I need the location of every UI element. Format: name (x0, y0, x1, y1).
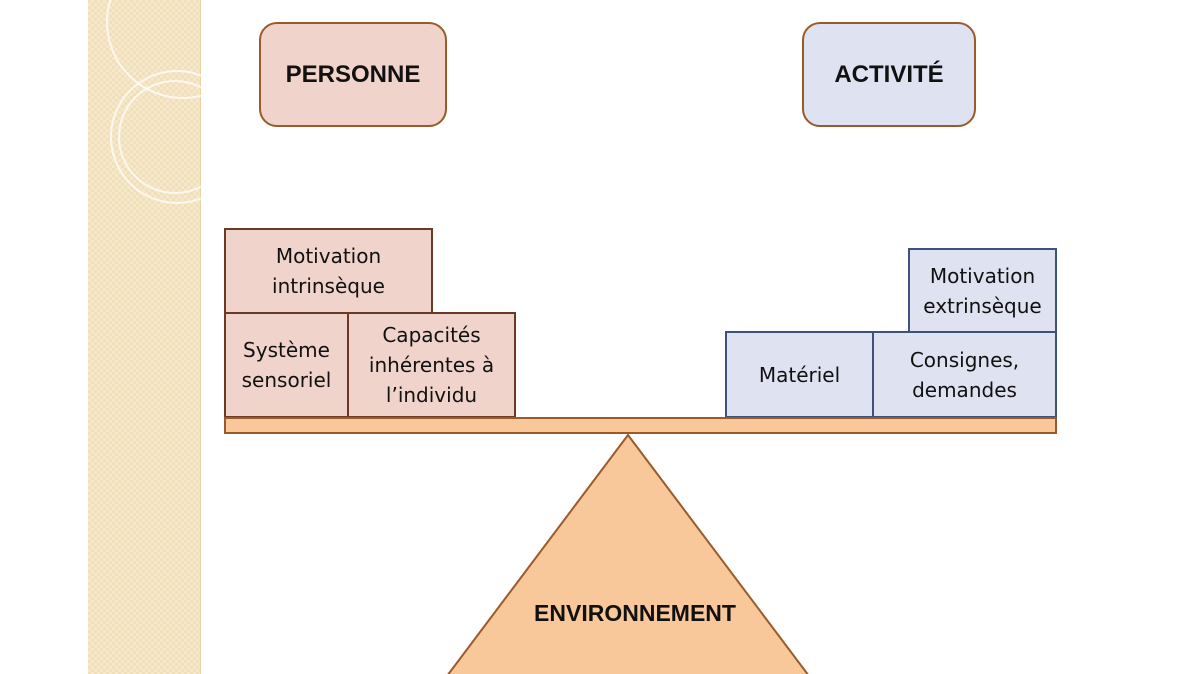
fulcrum-triangle (447, 433, 809, 674)
environnement-label: ENVIRONNEMENT (534, 600, 736, 626)
block-text-line: Motivation (275, 244, 382, 268)
balance-plank (224, 417, 1057, 434)
decorative-ring (110, 70, 244, 204)
block-text-line: demandes (912, 377, 1017, 402)
block-text-line: Système (243, 338, 330, 362)
block-text-line: sensoriel (241, 368, 332, 392)
decorative-side-band (88, 0, 260, 674)
personne-header: PERSONNE (259, 22, 447, 127)
block-capacites-inherentes: Capacités inhérentes à l’individu (347, 312, 516, 418)
block-motivation-intrinseque: Motivation intrinsèque (224, 228, 433, 314)
block-text-line: Consignes, (909, 347, 1020, 372)
decorative-ring (118, 80, 232, 194)
block-text-line: extrinsèque (923, 294, 1042, 318)
block-systeme-sensoriel: Système sensoriel (224, 312, 349, 418)
block-text-line: l’individu (385, 383, 478, 407)
block-materiel: Matériel (725, 331, 874, 418)
block-text-line: intrinsèque (272, 274, 385, 298)
block-text-line: inhérentes à (368, 353, 495, 377)
block-text-line: Capacités (382, 323, 481, 347)
activite-header-label: ACTIVITÉ (834, 60, 944, 88)
block-motivation-extrinseque: Motivation extrinsèque (908, 248, 1057, 334)
block-text-line: Motivation (929, 264, 1036, 288)
block-text-line: Matériel (758, 362, 841, 387)
activite-header: ACTIVITÉ (802, 22, 976, 127)
personne-header-label: PERSONNE (285, 60, 421, 88)
block-consignes-demandes: Consignes, demandes (872, 331, 1057, 418)
